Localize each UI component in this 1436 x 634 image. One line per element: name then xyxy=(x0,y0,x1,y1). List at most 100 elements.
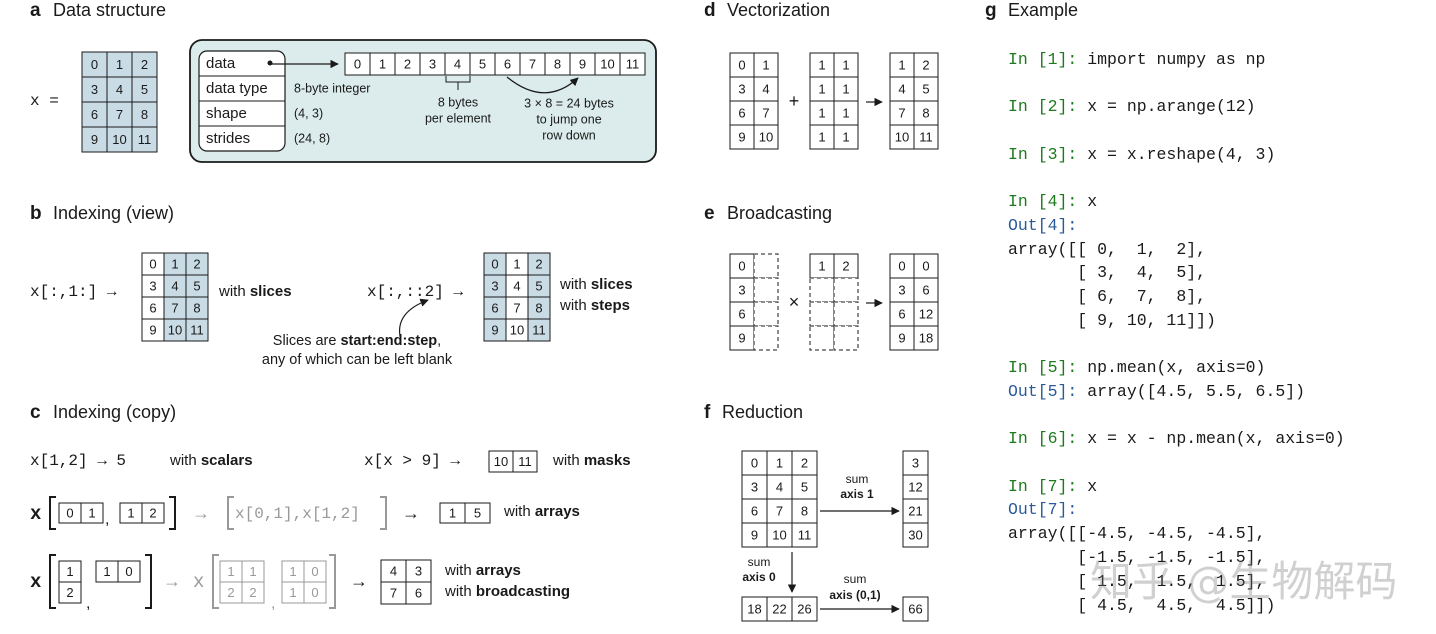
cell-value: 1 xyxy=(842,81,849,96)
cell-value: 6 xyxy=(415,585,422,600)
grid-cell xyxy=(833,52,859,78)
grid-cell xyxy=(913,301,939,327)
cell-value: 1 xyxy=(249,564,256,579)
grid-cell xyxy=(117,560,141,583)
grid-cell xyxy=(913,100,939,126)
cell-value: 4 xyxy=(116,82,123,97)
jump-note-2: row down xyxy=(542,128,596,142)
in-prompt: In [1]: xyxy=(1008,50,1088,69)
cell-value: 66 xyxy=(908,601,922,616)
cell-value: 11 xyxy=(190,322,204,337)
code-line: [ 9, 10, 11]]) xyxy=(1008,309,1216,333)
cell-value: 6 xyxy=(738,306,745,321)
code-text: [ 3, 4, 5], xyxy=(1008,263,1207,283)
cell-value: 7 xyxy=(171,300,178,315)
cell-value: 11 xyxy=(626,56,640,71)
grid-cell xyxy=(791,522,818,548)
grid-cell xyxy=(889,100,915,126)
cell-value: 7 xyxy=(116,107,123,122)
cell-value: 3 xyxy=(738,282,745,297)
grid-cell xyxy=(833,100,859,126)
slice-expr-2: x[:,::2] → xyxy=(367,283,463,301)
jump-note-0: 3 × 8 = 24 bytes xyxy=(524,96,614,110)
in-prompt: In [6]: xyxy=(1008,429,1088,449)
comma-3b: , xyxy=(271,595,275,612)
cell-value: 12 xyxy=(919,306,933,321)
code-text: array([[ 0, 1, 2], xyxy=(1008,239,1207,259)
panel-letter-c: c xyxy=(30,402,41,423)
code-line: In [7]: x xyxy=(1008,475,1097,499)
cell-value: 9 xyxy=(898,330,905,345)
cell-value: 9 xyxy=(91,132,98,147)
cell-value: 1 xyxy=(818,105,825,120)
grid-cell xyxy=(80,502,104,524)
cell-value: 6 xyxy=(751,503,758,518)
cell-value: 1 xyxy=(842,57,849,72)
code-line: In [3]: x = x.reshape(4, 3) xyxy=(1008,143,1275,167)
cell-value: 22 xyxy=(772,601,786,616)
arrow-gray-2: → xyxy=(192,503,210,523)
code-text: [ 6, 7, 8], xyxy=(1008,287,1207,307)
cell-value: 8 xyxy=(141,107,148,122)
arrow-gray-3: → xyxy=(163,571,181,591)
axis0-label: axis 0 xyxy=(742,570,776,584)
cell-value: 10 xyxy=(772,527,786,542)
field-value-1: (4, 3) xyxy=(294,106,323,120)
in-prompt: In [2]: xyxy=(1008,97,1088,117)
cell-value: 10 xyxy=(895,129,909,144)
cell-value: 9 xyxy=(738,129,745,144)
cell-value: 1 xyxy=(776,455,783,470)
cell-value: 3 xyxy=(751,479,758,494)
cell-value: 5 xyxy=(535,278,542,293)
cell-value: 3 xyxy=(415,563,422,578)
code-text: [ 1.5, 1.5, 1.5], xyxy=(1008,571,1266,591)
out-prompt: Out[5]: xyxy=(1008,382,1088,401)
panel-letter-f: f xyxy=(704,402,711,423)
slice-note-arrow xyxy=(398,298,429,337)
axis01-label: axis (0,1) xyxy=(829,588,880,602)
bracket-left-2 xyxy=(49,496,56,530)
grid-cell xyxy=(809,325,835,351)
bracket-right-3 xyxy=(145,554,152,609)
grid-cell xyxy=(753,124,779,150)
field-0: data xyxy=(206,55,236,72)
cell-value: 2 xyxy=(404,56,411,71)
panel-title-c: Indexing (copy) xyxy=(53,402,177,422)
bracket-right-3b xyxy=(329,554,336,609)
bytes-note-2: per element xyxy=(425,111,492,125)
cell-value: 2 xyxy=(227,585,234,600)
code-line: [ 3, 4, 5], xyxy=(1008,261,1206,285)
with-masks: with masks xyxy=(552,452,631,469)
plus-sign: + xyxy=(789,91,800,111)
cell-value: 1 xyxy=(449,505,456,520)
field-2: shape xyxy=(206,105,247,122)
grid-cell xyxy=(766,498,793,524)
out-prompt: Out[7]: xyxy=(1008,500,1078,520)
grid-cell xyxy=(303,581,327,604)
cell-value: 6 xyxy=(91,107,98,122)
grid-cell xyxy=(131,76,158,103)
cell-value: 4 xyxy=(513,278,520,293)
in-prompt: In [4]: xyxy=(1008,191,1088,211)
with-scalars: with scalars xyxy=(169,452,253,469)
cell-value: 4 xyxy=(762,81,769,96)
cell-value: 3 xyxy=(491,278,498,293)
cell-value: 8 xyxy=(535,300,542,315)
code-text: array([[-4.5, -4.5, -4.5], xyxy=(1008,524,1266,544)
cell-value: 2 xyxy=(922,57,929,72)
code-line: In [1]: import numpy as np xyxy=(1008,48,1265,72)
cell-value: 1 xyxy=(171,256,178,271)
grid-cell xyxy=(753,301,779,327)
cell-value: 1 xyxy=(818,258,825,273)
cell-value: 6 xyxy=(898,306,905,321)
